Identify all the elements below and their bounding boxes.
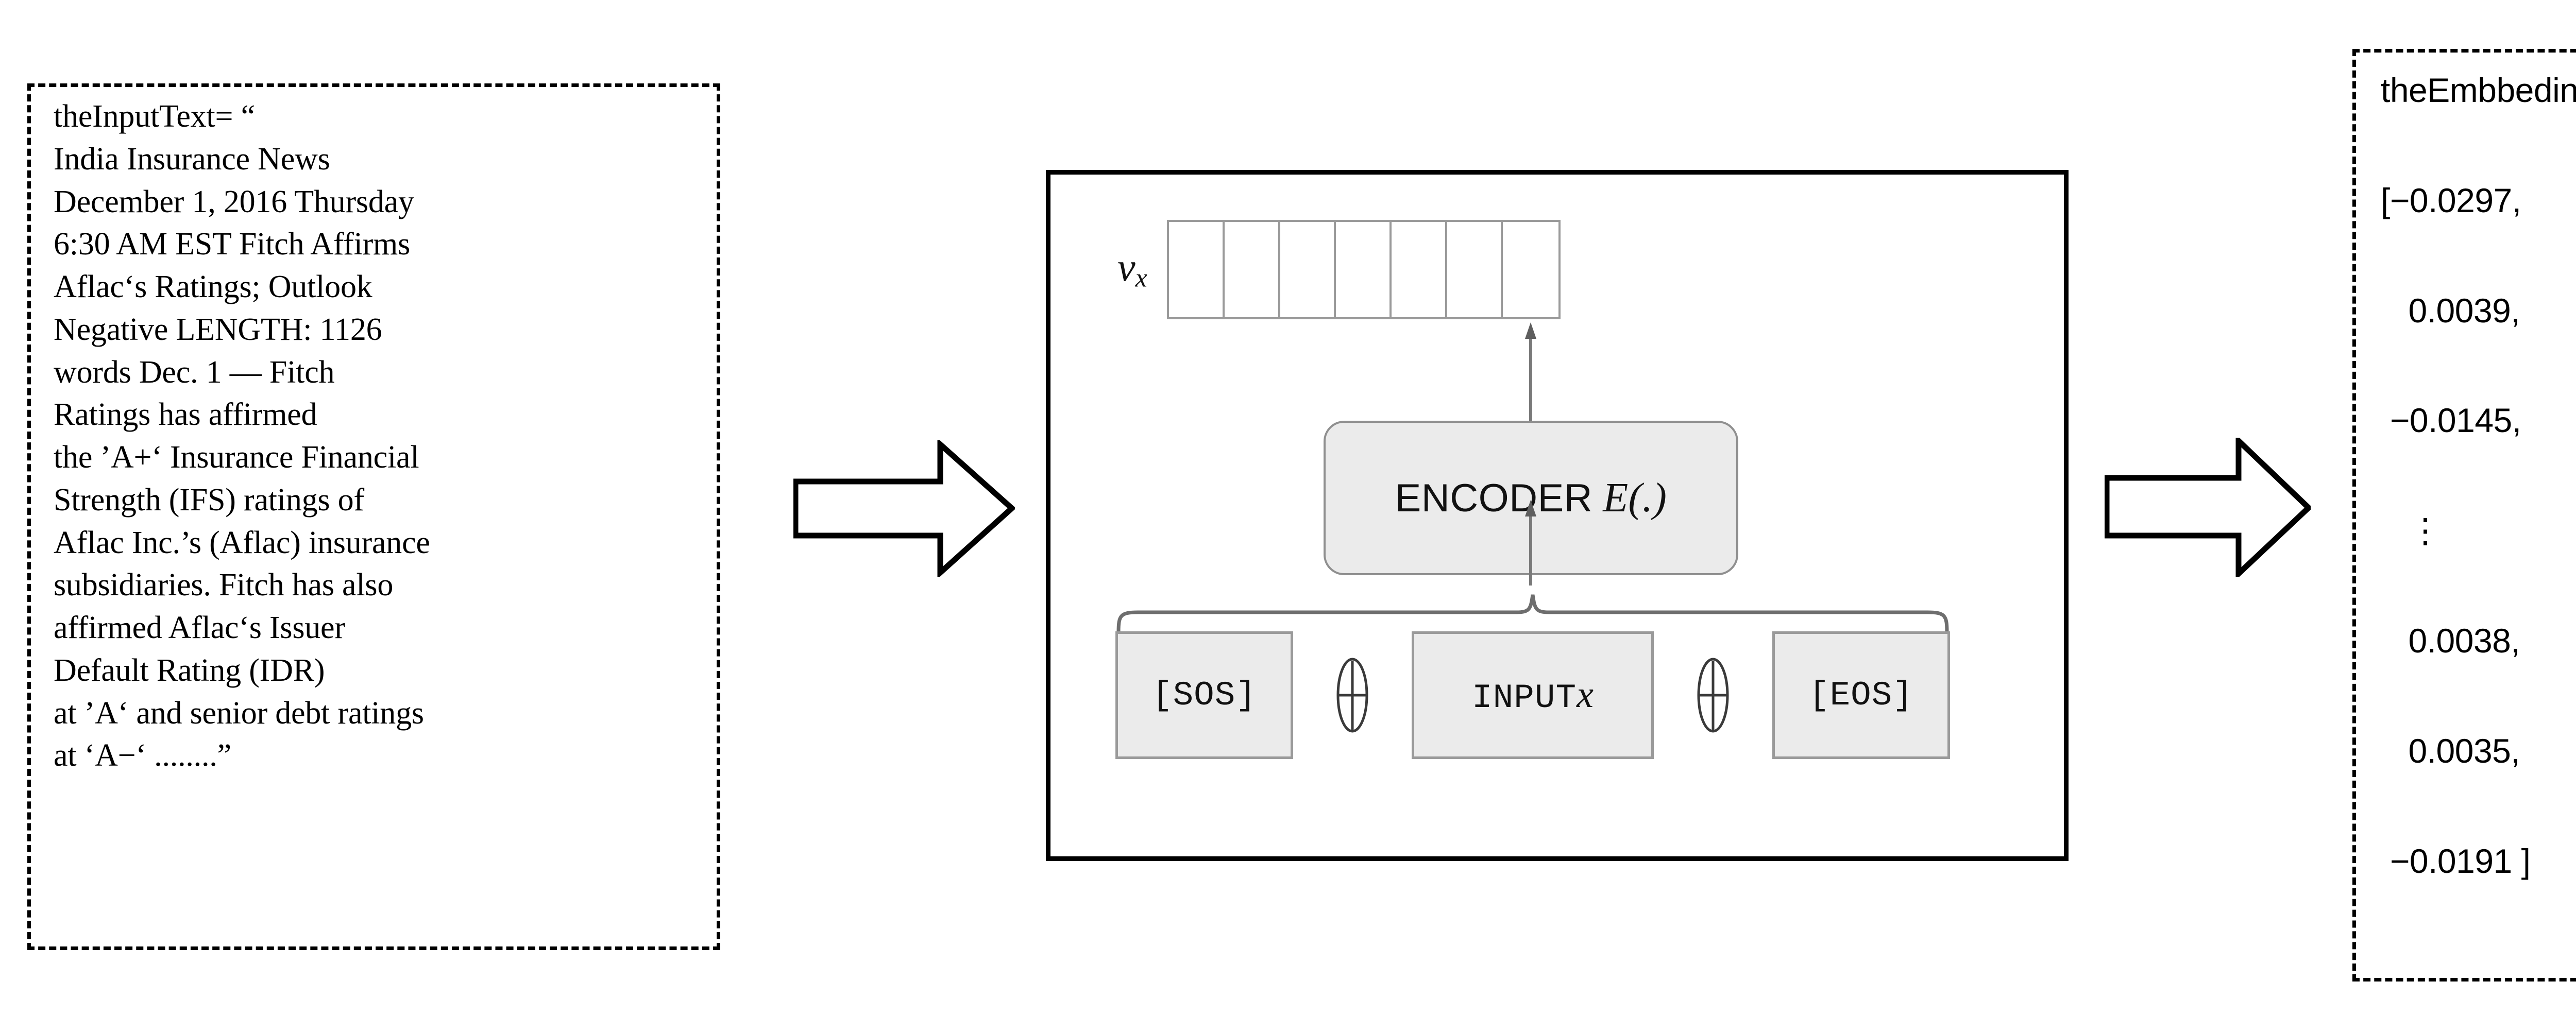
- token-sequence-row: [SOS] INPUTx [EOS]: [1115, 628, 1950, 763]
- encoder-math-label: E(.): [1603, 475, 1667, 521]
- token-box-eos[interactable]: [EOS]: [1772, 631, 1950, 759]
- input-to-encoder-arrow: [793, 440, 1015, 577]
- vx-cell: [1447, 222, 1503, 317]
- token-group-brace-icon: [1116, 594, 1949, 633]
- token-label-sos: [SOS]: [1151, 676, 1257, 715]
- vx-cell: [1335, 222, 1392, 317]
- vx-cell: [1502, 222, 1558, 317]
- vx-label: vx: [1117, 247, 1147, 291]
- encoder-label-text: ENCODER: [1395, 476, 1593, 520]
- vx-cell: [1391, 222, 1447, 317]
- vx-cells: [1166, 220, 1561, 319]
- token-label-eos: [EOS]: [1808, 676, 1914, 715]
- token-label-input-text: INPUT: [1472, 679, 1577, 717]
- token-label-input-math: x: [1577, 674, 1594, 716]
- oplus-icon-2: [1697, 658, 1729, 733]
- token-box-sos[interactable]: [SOS]: [1115, 631, 1293, 759]
- vx-cell: [1224, 222, 1280, 317]
- vx-vector-row: vx: [1117, 220, 1561, 319]
- encoder-to-vx-arrow-icon: [1525, 322, 1536, 422]
- input-text-content: theInputText= “ India Insurance News Dec…: [54, 99, 430, 773]
- vx-label-subscript: x: [1135, 263, 1147, 293]
- tokens-to-encoder-arrow-icon: [1525, 500, 1536, 586]
- vx-cell: [1168, 222, 1225, 317]
- token-box-input[interactable]: INPUTx: [1412, 631, 1654, 759]
- embedding-vector-panel: theEmbbedingVector= [−0.0297, 0.0039, −0…: [2352, 49, 2576, 981]
- token-label-input: INPUTx: [1472, 673, 1594, 717]
- oplus-icon-1: [1336, 658, 1368, 733]
- input-text-panel: theInputText= “ India Insurance News Dec…: [27, 83, 720, 950]
- embedding-vector-content: theEmbbedingVector= [−0.0297, 0.0039, −0…: [2381, 71, 2576, 880]
- vx-cell: [1280, 222, 1336, 317]
- vx-label-base: v: [1117, 245, 1136, 290]
- encoder-to-output-arrow: [2105, 438, 2311, 577]
